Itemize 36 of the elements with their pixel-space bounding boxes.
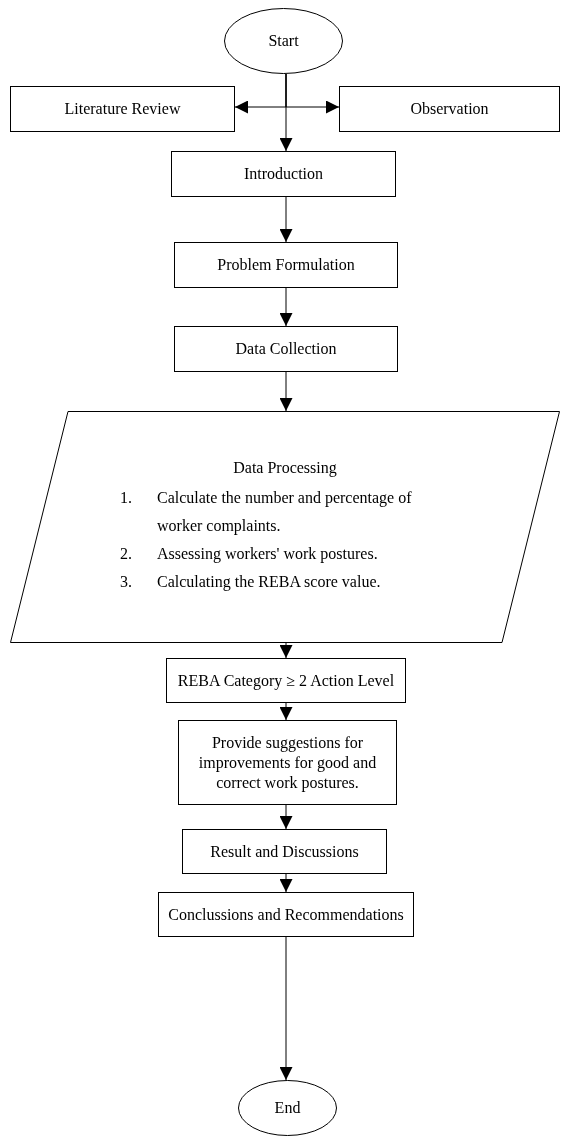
process-box	[171, 151, 396, 197]
list-item: 1. Calculate the number and percentage of worker complaints.	[120, 488, 413, 537]
list-item: 3. Calculating the REBA score value.	[120, 572, 381, 593]
node-label: Data Collection	[235, 339, 337, 359]
process-box	[10, 86, 235, 132]
arrow	[279, 287, 293, 327]
node-label: Introduction	[243, 164, 324, 184]
node-label: End	[274, 1098, 301, 1118]
process-box	[174, 326, 398, 372]
arrow	[279, 196, 293, 243]
node-label: Literature Review	[64, 99, 181, 119]
node-title: Data Processing	[233, 458, 337, 478]
list-item: 2. Assessing workers' work postures.	[120, 544, 378, 565]
terminal-oval	[224, 8, 343, 74]
arrow	[279, 642, 293, 659]
arrow	[279, 804, 293, 830]
node-label: Conclussions and Recommendations	[168, 904, 404, 925]
node-label: Result and Discussions	[210, 841, 359, 862]
node-label: Provide suggestions for improvements for good and correct work postures.	[197, 732, 378, 793]
node-label: Start	[268, 31, 299, 51]
data-parallelogram	[10, 411, 560, 643]
arrow	[279, 702, 293, 721]
process-box	[339, 86, 560, 132]
node-label: Problem Formulation	[217, 255, 355, 275]
process-box	[178, 720, 397, 805]
process-box	[158, 892, 414, 937]
arrow	[279, 936, 293, 1081]
process-box	[166, 658, 406, 703]
arrow	[279, 73, 293, 152]
process-box	[174, 242, 398, 288]
node-label: Observation	[410, 99, 489, 119]
process-box	[182, 829, 387, 874]
node-label: REBA Category ≥ 2 Action Level	[177, 670, 395, 691]
arrow	[279, 371, 293, 412]
terminal-oval	[238, 1080, 337, 1136]
arrow	[279, 873, 293, 893]
